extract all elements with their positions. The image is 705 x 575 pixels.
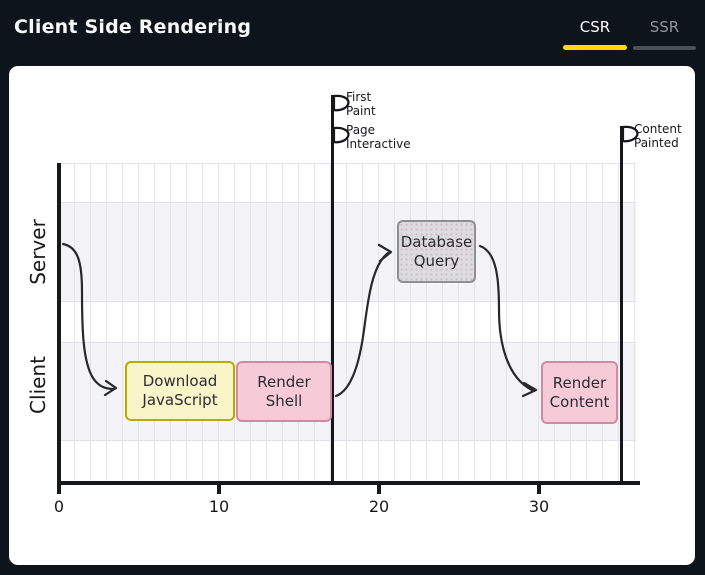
- x-tick-label: 20: [368, 497, 390, 516]
- milestone-label-content-painted: Content Painted: [634, 122, 682, 151]
- page-title: Client Side Rendering: [14, 16, 252, 38]
- event-box-render-shell: Render Shell: [236, 361, 332, 422]
- event-box-render-content: Render Content: [541, 361, 618, 424]
- x-tick-20: [377, 485, 381, 494]
- x-tick-10: [217, 485, 221, 494]
- tab-ssr-underline: [633, 46, 696, 50]
- x-tick-30: [537, 485, 541, 494]
- tab-csr-label: CSR: [579, 18, 611, 36]
- milestone-label-first-paint: First Paint: [346, 90, 376, 119]
- x-axis-line: [57, 481, 640, 485]
- x-tick-0: [57, 485, 61, 494]
- y-axis-line: [57, 163, 61, 481]
- plot-grid: [59, 163, 636, 481]
- tab-ssr[interactable]: SSR: [633, 17, 696, 50]
- milestone-pole-content-painted: [620, 126, 623, 483]
- x-tick-label: 0: [53, 497, 65, 516]
- event-box-database-query: Database Query: [397, 220, 476, 283]
- x-tick-label: 10: [208, 497, 230, 516]
- milestone-label-page-interactive: Page Interactive: [346, 123, 411, 152]
- milestone-pole-first-paint: [331, 95, 334, 483]
- lane-label-server: Server: [26, 219, 50, 285]
- diagram-card: 0 10 20 30 Server Client First Paint Pag…: [9, 66, 695, 565]
- tab-csr-active-underline: [563, 45, 627, 50]
- lane-label-client: Client: [26, 356, 50, 414]
- event-box-download-javascript: Download JavaScript: [125, 361, 235, 421]
- x-tick-label: 30: [528, 497, 550, 516]
- tab-ssr-label: SSR: [649, 18, 680, 36]
- tab-csr[interactable]: CSR: [563, 17, 627, 50]
